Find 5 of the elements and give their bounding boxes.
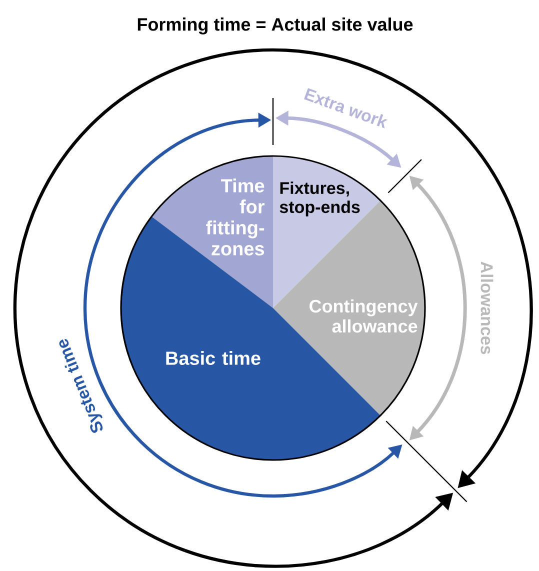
dimension-label: System time [59, 339, 103, 433]
title: Forming time = Actual site value [138, 18, 413, 34]
pie-slice: Time for fitting-zones [152, 156, 273, 308]
dimension-label: Extra work [304, 88, 388, 128]
dimension-label: Allowances [480, 262, 494, 354]
